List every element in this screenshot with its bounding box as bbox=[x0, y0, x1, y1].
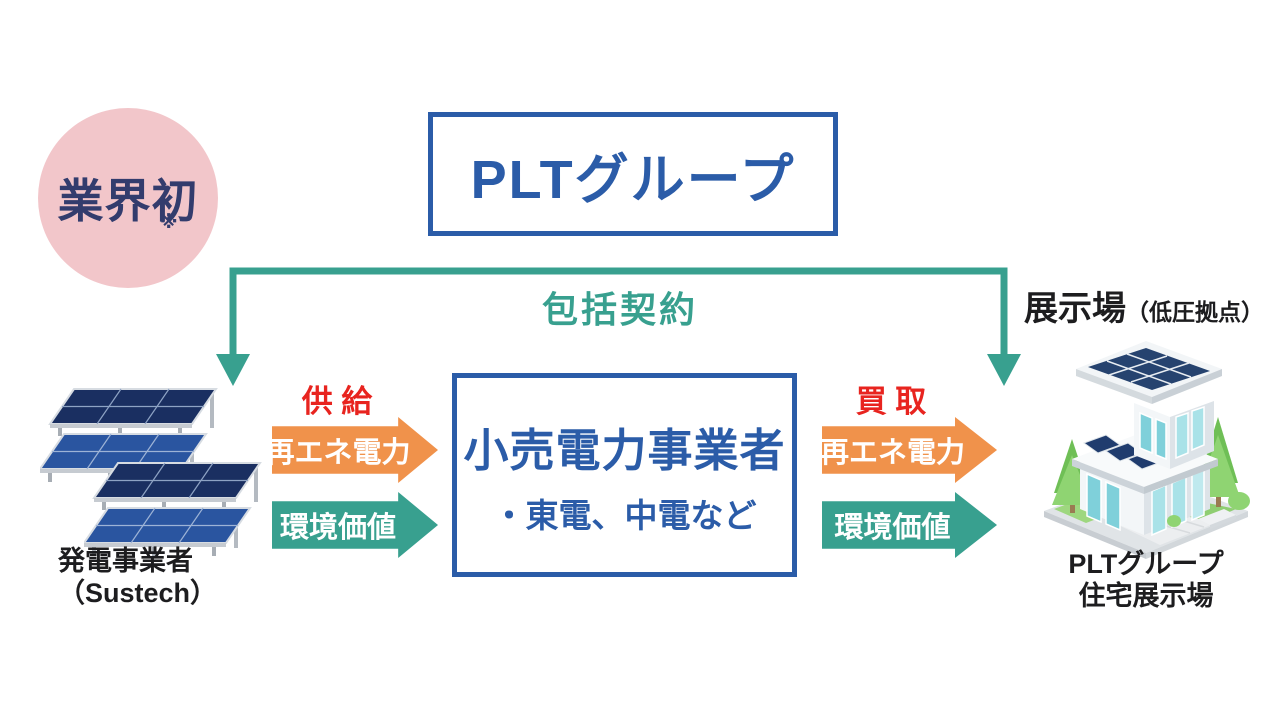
housing-caption-line1: PLTグループ bbox=[1068, 549, 1224, 579]
supply-environmental-value-arrow-label: 環境価値 bbox=[279, 512, 396, 544]
exhibition-house-icon bbox=[1044, 341, 1250, 559]
exhibition-title: 展示場 bbox=[1024, 290, 1126, 328]
industry-first-label: 業界初 bbox=[57, 175, 199, 227]
purchase-label: 買 取 bbox=[855, 384, 927, 419]
purchase-environmental-value-arrow-label: 環境価値 bbox=[834, 512, 951, 544]
solar-array-icon bbox=[84, 462, 262, 556]
purchase-renewable-power-arrow-label: 再エネ電力 bbox=[820, 437, 966, 469]
purchase-renewable-power-arrow: 再エネ電力 bbox=[822, 417, 997, 483]
purchase-environmental-value-arrow: 環境価値 bbox=[822, 492, 997, 558]
supply-environmental-value-arrow: 環境価値 bbox=[272, 492, 438, 558]
footnote-mark: ※ bbox=[160, 212, 178, 232]
generator-caption-line2: （Sustech） bbox=[58, 578, 218, 609]
supply-renewable-power-arrow: 再エネ電力 bbox=[272, 417, 438, 483]
exhibition-heading: 展示場（低圧拠点） bbox=[1024, 281, 1280, 330]
housing-caption-line2: 住宅展示場 bbox=[1078, 581, 1214, 612]
plt-group-title: PLTグループ bbox=[470, 149, 796, 210]
retailer-box: 小売電力事業者 ・東電、中電など bbox=[452, 373, 797, 577]
contract-label: 包括契約 bbox=[541, 289, 698, 330]
retailer-subtitle: ・東電、中電など bbox=[492, 496, 757, 534]
generator-caption-line1: 発電事業者 bbox=[58, 546, 193, 576]
housing-caption: PLTグループ 住宅展示場 bbox=[1040, 548, 1252, 613]
exhibition-qualifier: （低圧拠点） bbox=[1126, 299, 1264, 325]
supply-label: 供 給 bbox=[301, 384, 373, 419]
industry-first-badge: 業界初 ※ bbox=[38, 108, 218, 288]
contract-bracket-arrows-icon bbox=[216, 267, 1021, 386]
generator-caption: 発電事業者 （Sustech） bbox=[58, 545, 217, 610]
supply-renewable-power-arrow-label: 再エネ電力 bbox=[265, 437, 411, 469]
retailer-title: 小売電力事業者 bbox=[463, 424, 786, 476]
plt-group-box: PLTグループ bbox=[428, 112, 838, 236]
